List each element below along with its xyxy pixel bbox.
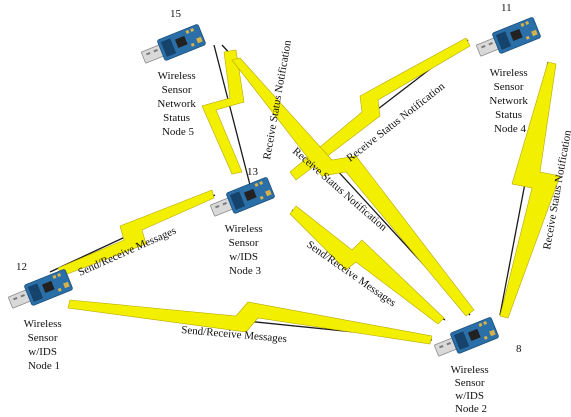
bolts	[57, 37, 561, 345]
node-id: 8	[516, 343, 522, 355]
bolt-node1-node2	[67, 299, 433, 345]
sensor-device-icon	[431, 316, 500, 362]
bolt-node4-node3	[289, 37, 471, 181]
node-caption: Wireless Sensor Network Status Node 4	[489, 67, 530, 135]
bolt-node5-node3	[201, 49, 245, 175]
bolt-node5-node2	[231, 57, 475, 317]
node-id: 15	[170, 8, 182, 20]
sensor-node-11: 11 Wireless Sensor Network Status Node 4	[473, 2, 542, 135]
node-caption: Wireless Sensor w/IDS Node 2	[451, 364, 492, 415]
bolt-node3-node2	[289, 205, 445, 325]
node-caption: Wireless Sensor Network Status Node 5	[157, 70, 198, 138]
sensor-node-13: 13 Wireless Sensor w/IDS Node 3	[207, 166, 276, 277]
node-id: 13	[247, 166, 259, 178]
sensor-device-icon	[138, 23, 207, 69]
links	[49, 39, 549, 341]
bolt-node1-node3	[57, 189, 215, 277]
sensor-node-12: 12 Wireless Sensor w/IDS Node 1	[5, 261, 74, 372]
sensor-node-15: 15 Wireless Sensor Network Status Node 5	[138, 8, 207, 138]
sensor-device-icon	[207, 176, 276, 222]
node-caption: Wireless Sensor w/IDS Node 3	[225, 223, 266, 277]
node-caption: Wireless Sensor w/IDS Node 1	[24, 318, 65, 372]
bolt-node4-node2	[499, 61, 561, 319]
sensor-device-icon	[473, 16, 542, 62]
link-node5-node3	[213, 44, 251, 186]
node-id: 12	[16, 261, 27, 273]
sensor-device-icon	[5, 268, 74, 314]
node-id: 11	[501, 2, 512, 14]
sensor-node-8: 8 Wireless Sensor w/IDS Node 2	[431, 316, 522, 415]
